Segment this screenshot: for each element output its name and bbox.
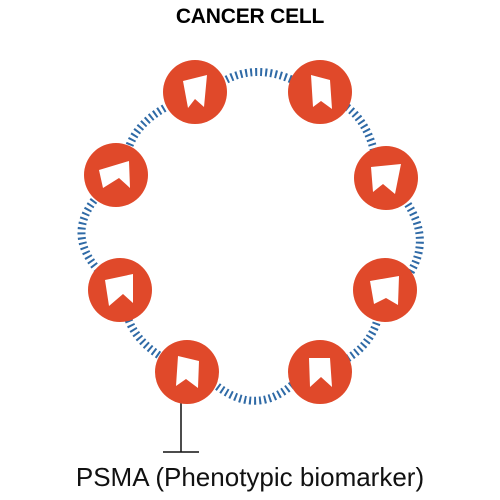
- cell-membrane-arc-8: [124, 100, 174, 152]
- receptor-circle-icon: [88, 258, 152, 322]
- cell-membrane-arc-4: [342, 316, 382, 364]
- diagram-title: CANCER CELL: [175, 5, 325, 28]
- receptor-circle-icon: [155, 340, 219, 404]
- receptor-circle-icon: [163, 60, 227, 124]
- cell-membrane-arc-2: [344, 103, 379, 156]
- cell-membrane-arc-7: [77, 195, 102, 273]
- receptor-circle-icon: [84, 143, 148, 207]
- receptor-circle-icon: [288, 60, 352, 124]
- cell-membrane-arc-5: [209, 378, 295, 405]
- cell-membrane-arc-6: [124, 316, 166, 362]
- receptor-circle-icon: [354, 146, 418, 210]
- receptor-circle-icon: [288, 340, 352, 404]
- cell-membrane-arc-1: [219, 68, 299, 86]
- receptor-circle-icon: [353, 258, 417, 322]
- cell-membrane-arc-3: [401, 197, 424, 276]
- psma-caption: PSMA (Phenotypic biomarker): [75, 462, 425, 492]
